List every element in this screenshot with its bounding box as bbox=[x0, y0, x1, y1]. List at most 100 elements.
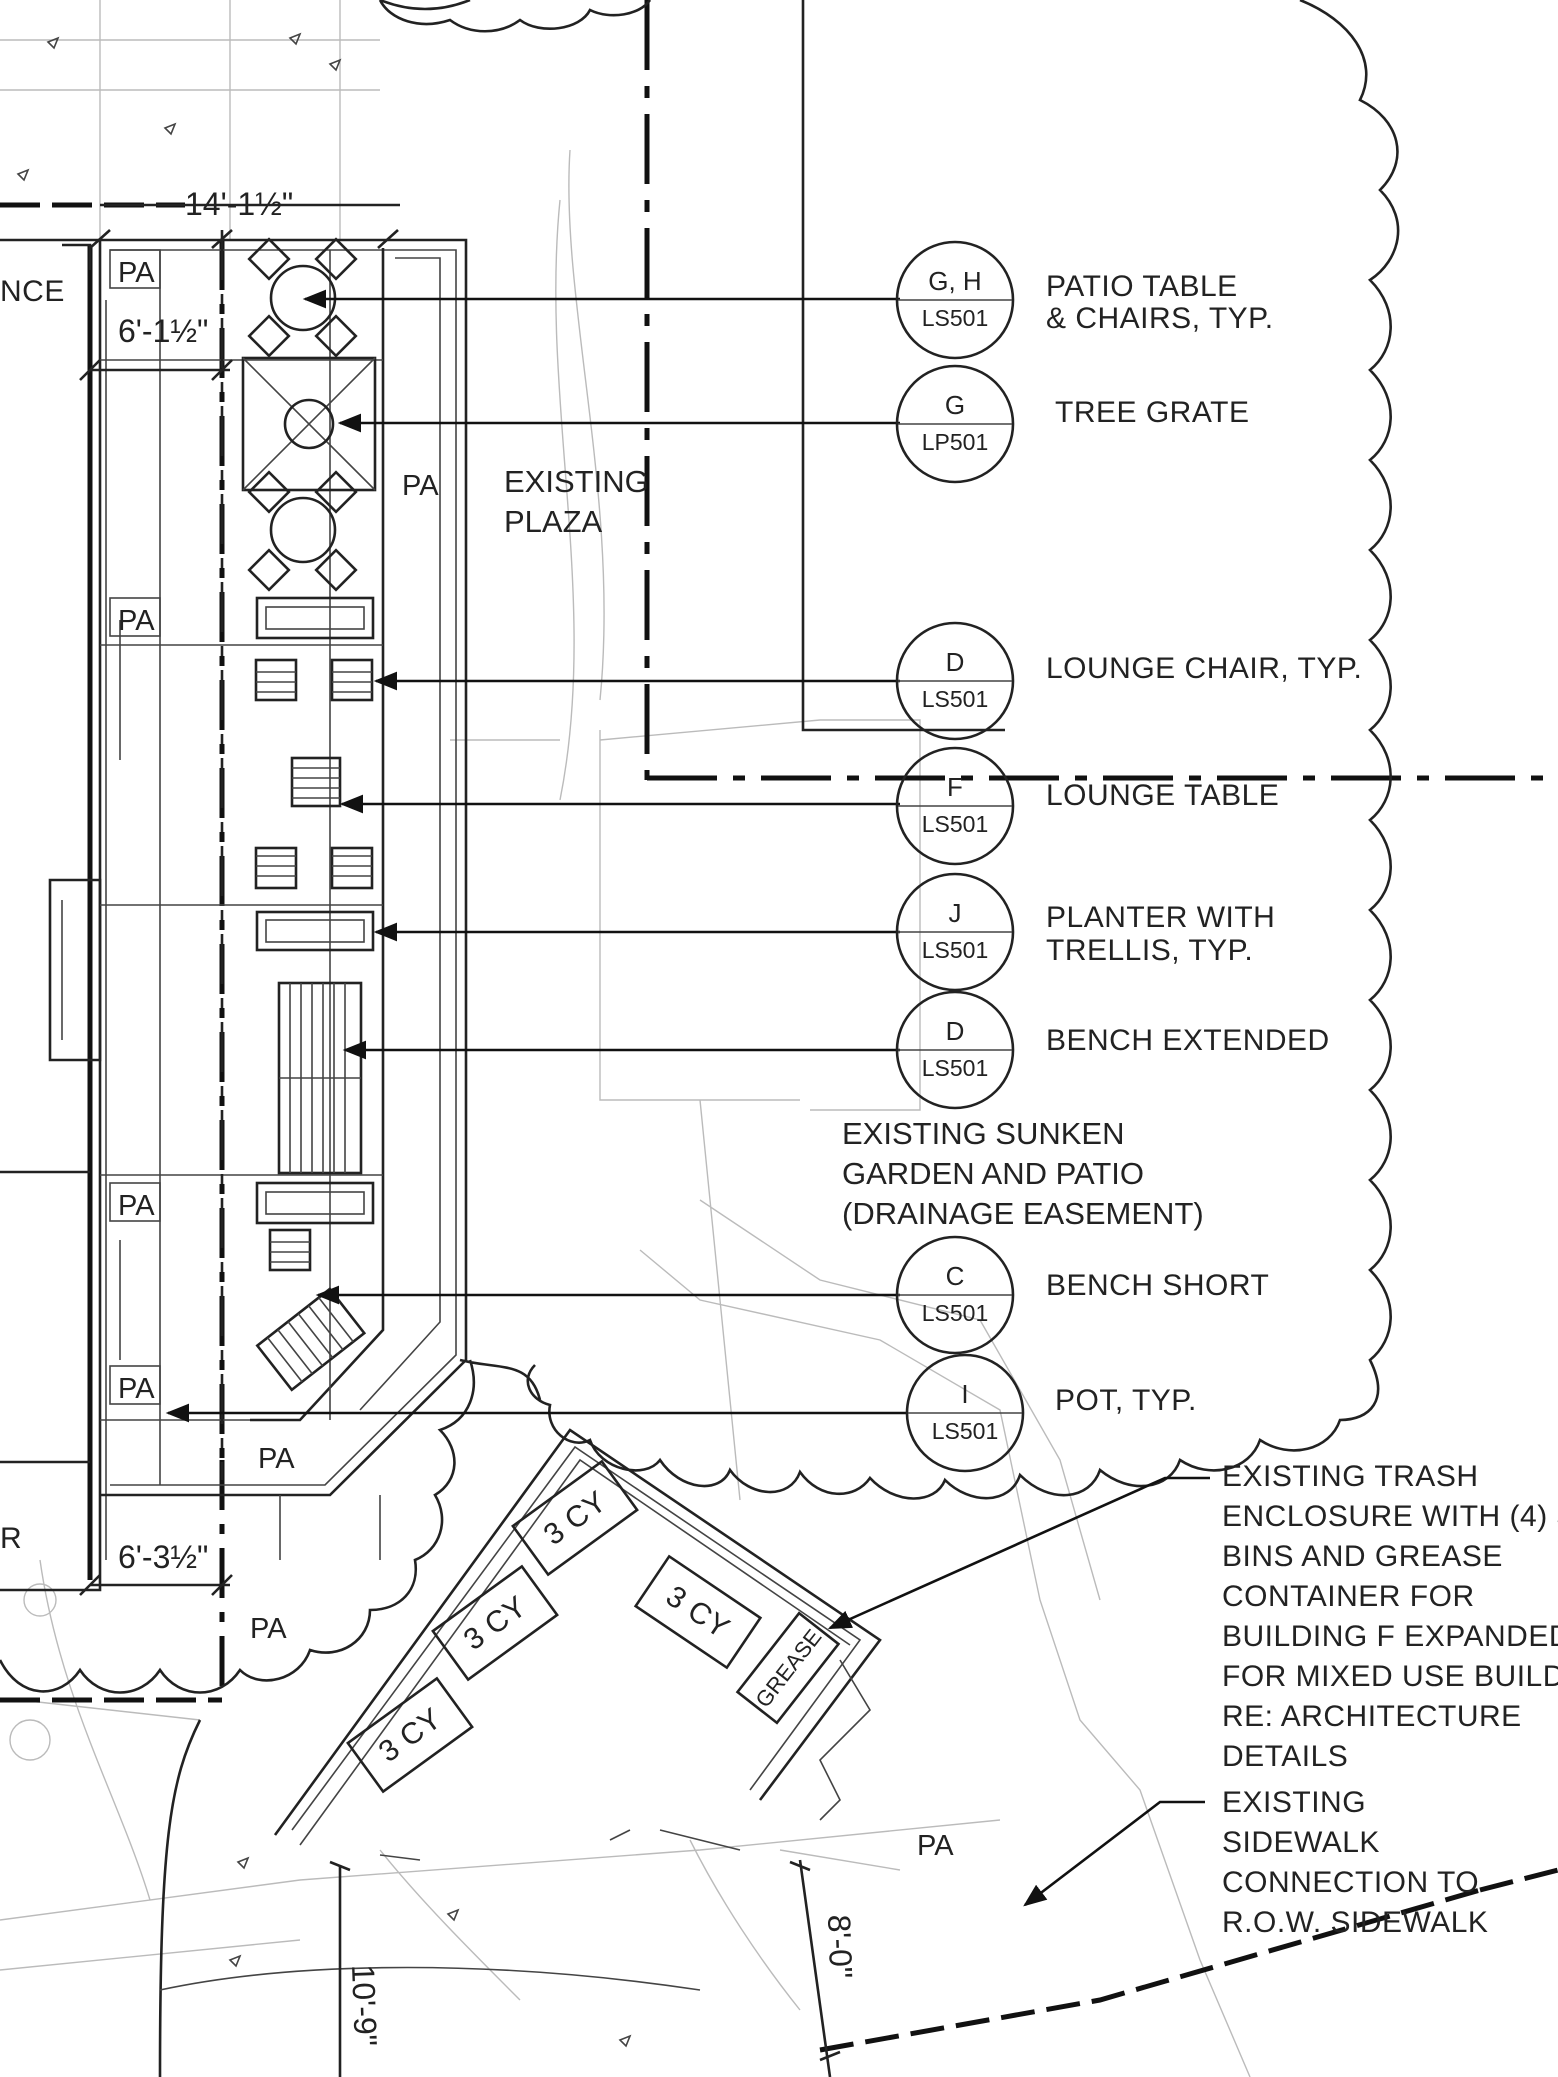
callout-key: C bbox=[946, 1261, 965, 1291]
callout-label: TRELLIS, TYP. bbox=[1046, 934, 1253, 967]
bench-extended bbox=[277, 981, 363, 1175]
callout-key: J bbox=[949, 898, 962, 928]
trash-bin: 3 CY bbox=[511, 1459, 639, 1577]
survey-marks bbox=[16, 32, 632, 2048]
trash-bin-label: 3 CY bbox=[458, 1590, 533, 1657]
callout-key: G bbox=[945, 390, 965, 420]
room-label-fragment: R bbox=[0, 1522, 22, 1555]
sunken-garden-line-3: (DRAINAGE EASEMENT) bbox=[842, 1196, 1204, 1231]
trash-bin-label: 3 CY bbox=[538, 1485, 613, 1552]
callout-label: & CHAIRS, TYP. bbox=[1046, 302, 1274, 335]
note-line: FOR MIXED USE BUILDING bbox=[1222, 1660, 1558, 1693]
callout-sheet: LP501 bbox=[922, 429, 989, 455]
callout-d-lounge: D LS501 LOUNGE CHAIR, TYP. bbox=[895, 621, 1362, 741]
note-line: EXISTING TRASH bbox=[1222, 1460, 1479, 1493]
sidewalk-note: EXISTING SIDEWALK CONNECTION TO R.O.W. S… bbox=[1222, 1786, 1488, 1939]
entrance-label-fragment: NCE bbox=[0, 275, 65, 308]
lounge-table bbox=[290, 756, 342, 808]
trash-bin: 3 CY bbox=[346, 1676, 474, 1794]
note-line: CONNECTION TO bbox=[1222, 1866, 1479, 1899]
pa-tags: PA PA PA PA PA PA PA PA bbox=[109, 249, 954, 1862]
callout-sheet: LS501 bbox=[922, 1055, 989, 1081]
note-line: EXISTING bbox=[1222, 1786, 1366, 1819]
note-line: RE: ARCHITECTURE bbox=[1222, 1700, 1522, 1733]
note-line: DETAILS bbox=[1222, 1740, 1348, 1773]
callout-sheet: LS501 bbox=[922, 686, 989, 712]
pa-tag: PA bbox=[118, 1373, 155, 1405]
patio-table-set-2 bbox=[247, 470, 358, 592]
pa-tag: PA bbox=[118, 605, 155, 637]
callout-label: POT, TYP. bbox=[1055, 1384, 1197, 1417]
callout-key: D bbox=[946, 1016, 965, 1046]
patio-furniture bbox=[241, 237, 377, 1392]
note-line: ENCLOSURE WITH (4) 3 CY bbox=[1222, 1500, 1558, 1533]
callout-label: TREE GRATE bbox=[1055, 396, 1249, 429]
callout-sheet: LS501 bbox=[922, 811, 989, 837]
revision-cloud-top bbox=[378, 0, 652, 33]
pa-tag: PA bbox=[917, 1830, 954, 1862]
trash-bin: 3 CY bbox=[633, 1554, 763, 1670]
lounge-chair-single bbox=[268, 1228, 312, 1272]
callout-g: G LP501 TREE GRATE bbox=[895, 364, 1249, 484]
note-line: R.O.W. SIDEWALK bbox=[1222, 1906, 1488, 1939]
callout-i: I LS501 POT, TYP. bbox=[905, 1353, 1197, 1473]
sidewalk bbox=[158, 1719, 841, 2077]
trash-bin-label: 3 CY bbox=[373, 1702, 448, 1769]
trash-bin: 3 CY bbox=[431, 1564, 559, 1682]
callout-key: G, H bbox=[928, 266, 981, 296]
note-line: CONTAINER FOR bbox=[1222, 1580, 1475, 1613]
dimension-lines bbox=[79, 203, 400, 1596]
dimension-lower-offset: 6'-3½" bbox=[118, 1539, 208, 1575]
callout-label: BENCH EXTENDED bbox=[1046, 1024, 1330, 1057]
callout-f: F LS501 LOUNGE TABLE bbox=[895, 746, 1279, 866]
existing-site-linework bbox=[0, 0, 1251, 2077]
callout-key: I bbox=[961, 1379, 968, 1409]
note-line: BINS AND GREASE bbox=[1222, 1540, 1503, 1573]
callout-c: C LS501 BENCH SHORT bbox=[895, 1235, 1269, 1355]
pa-tag: PA bbox=[250, 1613, 287, 1645]
callout-leaders bbox=[165, 289, 1210, 1907]
callout-sheet: LS501 bbox=[922, 305, 989, 331]
pa-tag: PA bbox=[402, 470, 439, 502]
callout-label: LOUNGE TABLE bbox=[1046, 779, 1279, 812]
trash-enclosure-note: EXISTING TRASH ENCLOSURE WITH (4) 3 CY B… bbox=[1222, 1460, 1558, 1773]
bench-short bbox=[255, 1287, 367, 1392]
callout-label: PLANTER WITH bbox=[1046, 901, 1275, 934]
pa-tag: PA bbox=[118, 1190, 155, 1222]
dimension-top-width: 14'-1½" bbox=[185, 186, 293, 222]
dimension-sidewalk-right: 8'-0" bbox=[821, 1914, 859, 1979]
callout-key: D bbox=[946, 647, 965, 677]
pa-tag: PA bbox=[118, 257, 155, 289]
dimension-sidewalk-left: 10'-9" bbox=[345, 1964, 384, 2047]
building-outline bbox=[0, 238, 121, 1592]
grease-label: GREASE bbox=[750, 1624, 826, 1712]
callout-label: PATIO TABLE bbox=[1046, 270, 1238, 303]
existing-plaza-line-2: PLAZA bbox=[504, 504, 603, 539]
sunken-garden-line-1: EXISTING SUNKEN bbox=[842, 1116, 1125, 1151]
patio-table-set-1 bbox=[247, 237, 358, 358]
callout-label: LOUNGE CHAIR, TYP. bbox=[1046, 652, 1362, 685]
planter-2 bbox=[255, 910, 375, 952]
callout-sheet: LS501 bbox=[922, 1300, 989, 1326]
callout-g-h: G, H LS501 PATIO TABLE & CHAIRS, TYP. bbox=[895, 240, 1274, 360]
trash-bin-label: 3 CY bbox=[660, 1580, 735, 1646]
note-line: BUILDING F EXPANDED bbox=[1222, 1620, 1558, 1653]
callout-key: F bbox=[947, 772, 963, 802]
existing-plaza-line-1: EXISTING bbox=[504, 464, 649, 499]
note-line: SIDEWALK bbox=[1222, 1826, 1380, 1859]
revision-cloud bbox=[379, 0, 1400, 1500]
callout-sheet: LS501 bbox=[922, 937, 989, 963]
dimension-upper-offset: 6'-1½" bbox=[118, 313, 208, 349]
callout-sheet: LS501 bbox=[932, 1418, 999, 1444]
patio-area bbox=[100, 230, 468, 1560]
lounge-chairs-lower bbox=[254, 846, 374, 890]
sunken-garden-line-2: GARDEN AND PATIO bbox=[842, 1156, 1144, 1191]
revision-cloud-left bbox=[0, 1358, 542, 1694]
planter-3 bbox=[255, 1181, 375, 1225]
planter-1 bbox=[255, 596, 375, 640]
callout-label: BENCH SHORT bbox=[1046, 1269, 1269, 1302]
callout-d-bench: D LS501 BENCH EXTENDED bbox=[895, 990, 1330, 1110]
callout-j: J LS501 PLANTER WITH TRELLIS, TYP. bbox=[895, 872, 1275, 992]
trash-enclosure bbox=[273, 1428, 882, 1861]
